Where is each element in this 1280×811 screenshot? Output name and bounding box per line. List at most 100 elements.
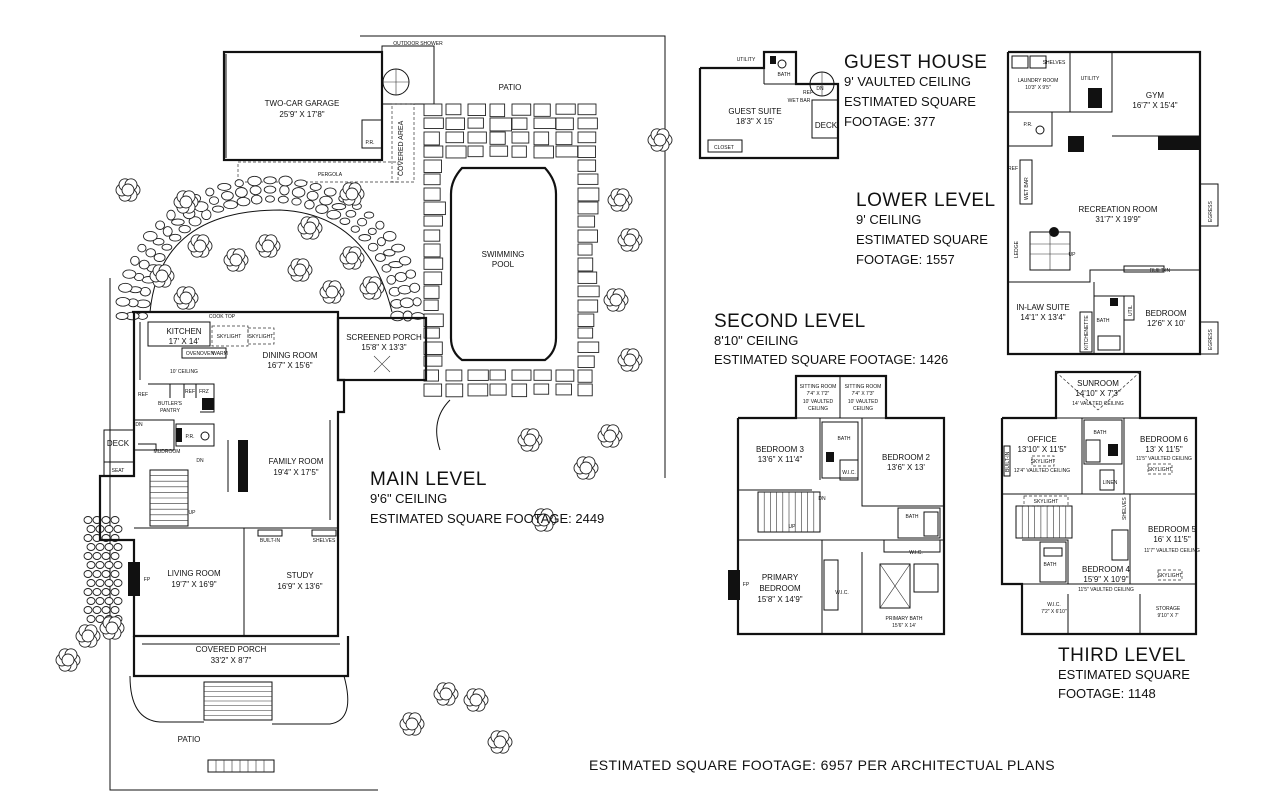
- tree-core: [81, 629, 95, 643]
- flagstone: [386, 274, 397, 285]
- second-dn: DN: [818, 496, 826, 502]
- second-stairs: [757, 491, 821, 533]
- tree-core: [261, 239, 275, 253]
- flagstone: [104, 543, 114, 551]
- patio-stone: [467, 131, 487, 144]
- tree-core: [653, 133, 667, 147]
- ceiling-10-label: 10' CEILING: [170, 369, 198, 375]
- lower-up: UP: [1069, 252, 1077, 258]
- flagstone: [92, 552, 102, 560]
- screened-porch-name: SCREENED PORCH: [346, 333, 422, 342]
- tree-core: [613, 193, 627, 207]
- guest-dn: DN: [816, 86, 824, 92]
- storage-name: STORAGE: [1156, 606, 1181, 612]
- flagstone: [83, 570, 93, 578]
- dining-name: DINING ROOM: [262, 351, 317, 360]
- patio-curve-step: [436, 399, 451, 451]
- patio-stone: [489, 103, 506, 118]
- tree: [75, 624, 101, 648]
- flagstone: [394, 271, 408, 283]
- flagstone: [92, 606, 102, 614]
- flagstone: [152, 237, 165, 246]
- main-stairs: [149, 469, 189, 527]
- lower-ledge: LEDGE: [1014, 240, 1020, 258]
- storage-dim: 9'10" X 7': [1158, 613, 1179, 619]
- flagstone: [95, 561, 105, 569]
- third-linen: LINEN: [1103, 480, 1118, 486]
- patio-stone: [423, 229, 441, 242]
- primary-bath-dim: 15'6" X 14': [892, 623, 916, 629]
- flagstone: [104, 525, 114, 533]
- main-level-plan: TWO-CAR GARAGE 25'9" X 17'8" P.R. OUTDOO…: [55, 35, 673, 791]
- bedroom3-dim: 13'6" X 11'4": [758, 455, 803, 464]
- flagstone: [390, 310, 405, 322]
- study-dim: 16'9" X 13'6": [277, 582, 322, 591]
- tree-core: [493, 735, 507, 749]
- flagstone: [113, 543, 123, 551]
- tree-core: [105, 621, 119, 635]
- third-bath-1: BATH: [1094, 430, 1107, 436]
- flagstone: [367, 242, 379, 252]
- family-name: FAMILY ROOM: [269, 457, 324, 466]
- flagstone: [161, 243, 173, 251]
- inlaw-name: IN-LAW SUITE: [1016, 303, 1069, 312]
- tree: [223, 248, 249, 272]
- tree-core: [469, 693, 483, 707]
- covered-area-label: COVERED AREA: [398, 120, 405, 176]
- sitting1-ceiling-1: 10' VAULTED: [803, 399, 834, 405]
- flagstone: [118, 282, 133, 293]
- lower-ref: REF: [1008, 166, 1018, 172]
- flagstone: [95, 543, 105, 551]
- guest-wetbar: WET BAR: [788, 98, 811, 104]
- garage-pr: P.R.: [365, 140, 374, 146]
- third-builtin: BUILT-IN: [1005, 451, 1011, 472]
- bedroom6-skylight: SKYLIGHT: [1148, 467, 1173, 473]
- lower-level-plan: EGRESS EGRESS SHELVES LAUNDRY ROOM 10'3"…: [856, 50, 1219, 356]
- flagstone: [278, 175, 293, 187]
- landscape-trees: [55, 128, 673, 754]
- swimming-pool: SWIMMING POOL: [449, 166, 558, 362]
- patio-stone: [577, 327, 594, 339]
- kitchen-dim: 17' X 14': [169, 337, 200, 346]
- tree: [573, 456, 599, 480]
- third-shelves: SHELVES: [1122, 497, 1128, 520]
- patio-stone: [467, 383, 489, 397]
- flagstone: [166, 209, 176, 221]
- primary-bed-dim: 15'8" X 14'9": [757, 595, 802, 604]
- flagstone: [263, 176, 277, 185]
- tree: [399, 712, 425, 736]
- lower-egress-1: EGRESS: [1208, 200, 1214, 222]
- lower-bedroom-dim: 12'6" X 10': [1147, 319, 1185, 328]
- patio-stone: [423, 117, 444, 129]
- flagstone: [345, 209, 357, 218]
- covered-area: [391, 103, 415, 183]
- patio-stone: [423, 131, 440, 146]
- flagstone: [375, 220, 385, 230]
- tree: [647, 128, 673, 152]
- laundry-dim: 10'3" X 9'5": [1025, 85, 1051, 91]
- flagstone: [86, 561, 96, 569]
- mudroom-label: MUDROOM: [154, 449, 181, 455]
- patio-stone: [577, 369, 593, 383]
- tree: [339, 246, 365, 270]
- second-wic-right: W.I.C.: [909, 550, 923, 556]
- tree: [319, 280, 345, 304]
- patio-stone: [577, 103, 597, 116]
- patio-stone: [511, 117, 528, 130]
- flagstone: [110, 588, 120, 596]
- pool-label-1: SWIMMING: [482, 250, 525, 259]
- bedroom2-dim: 13'6" X 13': [887, 463, 925, 472]
- flagstone: [92, 570, 102, 578]
- tree: [531, 508, 557, 532]
- patio-stone: [423, 215, 443, 227]
- patio-stone: [467, 145, 484, 158]
- flagstone: [235, 187, 248, 198]
- flagstone: [130, 255, 140, 266]
- garage-name: TWO-CAR GARAGE: [265, 99, 340, 108]
- patio-stone: [423, 173, 441, 186]
- flagstone: [217, 182, 232, 191]
- wic-name-3: W.I.C.: [1047, 602, 1061, 608]
- tree-core: [345, 251, 359, 265]
- tree-core: [405, 717, 419, 731]
- guest-house-sqft-1: ESTIMATED SQUARE: [844, 94, 976, 109]
